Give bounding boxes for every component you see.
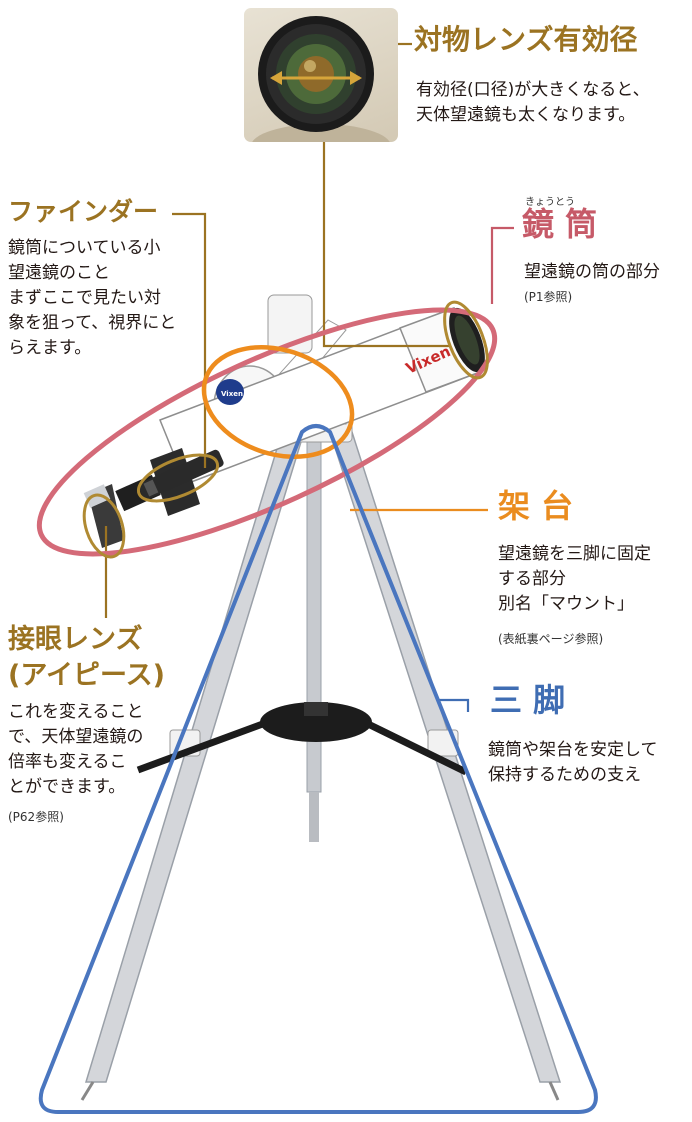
mount-desc-line: 望遠鏡を三脚に固定 [498,544,651,564]
mount-desc: 望遠鏡を三脚に固定 する部分 別名「マウント」 [498,542,651,617]
objective-desc: 有効径(口径)が大きくなると、 天体望遠鏡も太くなります。 [416,78,650,128]
eyepiece-highlight [82,493,126,559]
tube-ruby: きょうとう [525,197,575,208]
objective-desc-line: 有効径(口径)が大きくなると、 [416,80,650,100]
mount-logo: Vixen [221,390,243,398]
finder-desc-line: まずここで見たい対 [8,288,161,308]
tube-ref: (P1参照) [524,290,573,304]
objective-desc-line: 天体望遠鏡も太くなります。 [416,105,636,125]
tube-title: 鏡 筒 [522,205,598,243]
eyepiece-desc-line: とができます。 [8,777,126,797]
eyepiece-desc-line: これを変えること [8,702,144,722]
finder-highlight [136,453,220,503]
objective-highlight [443,300,489,380]
mount-highlight [201,345,355,459]
eyepiece-title: 接眼レンズ (アイピース) [8,622,165,694]
objective-title: 対物レンズ有効径 [414,23,638,56]
tripod-leader [438,698,470,712]
tripod-desc-line: 保持するための支え [488,765,641,785]
mount-desc-line: 別名「マウント」 [498,594,634,614]
finder-desc: 鏡筒についている小 望遠鏡のこと まずここで見たい対 象を狙って、視界にと らえ… [8,236,176,361]
tripod-desc: 鏡筒や架台を安定して 保持するための支え [488,738,658,788]
tripod-title: 三 脚 [490,681,566,719]
eyepiece-desc-line: で、天体望遠鏡の [8,727,144,747]
finder-desc-line: 象を狙って、視界にと [8,313,177,333]
eyepiece-desc: これを変えること で、天体望遠鏡の 倍率も変えるこ とができます。 [8,700,144,800]
finder-desc-line: 鏡筒についている小 [8,238,161,258]
mount-ref: (表紙裏ページ参照) [498,632,604,646]
objective-tube-leader [322,142,450,348]
eyepiece-ref: (P62参照) [8,810,64,824]
tripod-desc-line: 鏡筒や架台を安定して [488,740,658,760]
eyepiece-title-line: 接眼レンズ [8,624,143,655]
finder-desc-line: 望遠鏡のこと [8,263,110,283]
finder-title: ファインダー [8,197,159,226]
mount-title: 架 台 [498,487,574,525]
objective-lens-photo [244,8,398,142]
tube-leader [490,226,514,304]
eyepiece-title-line: (アイピース) [8,660,165,691]
mount-desc-line: する部分 [498,569,566,589]
tube-highlight [36,307,498,557]
tripod-highlight [38,424,598,1114]
eyepiece-desc-line: 倍率も変えるこ [8,752,127,772]
tube-desc: 望遠鏡の筒の部分 [524,262,660,282]
tripod-legs [80,431,562,1101]
finder-desc-line: らえます。 [8,338,92,358]
